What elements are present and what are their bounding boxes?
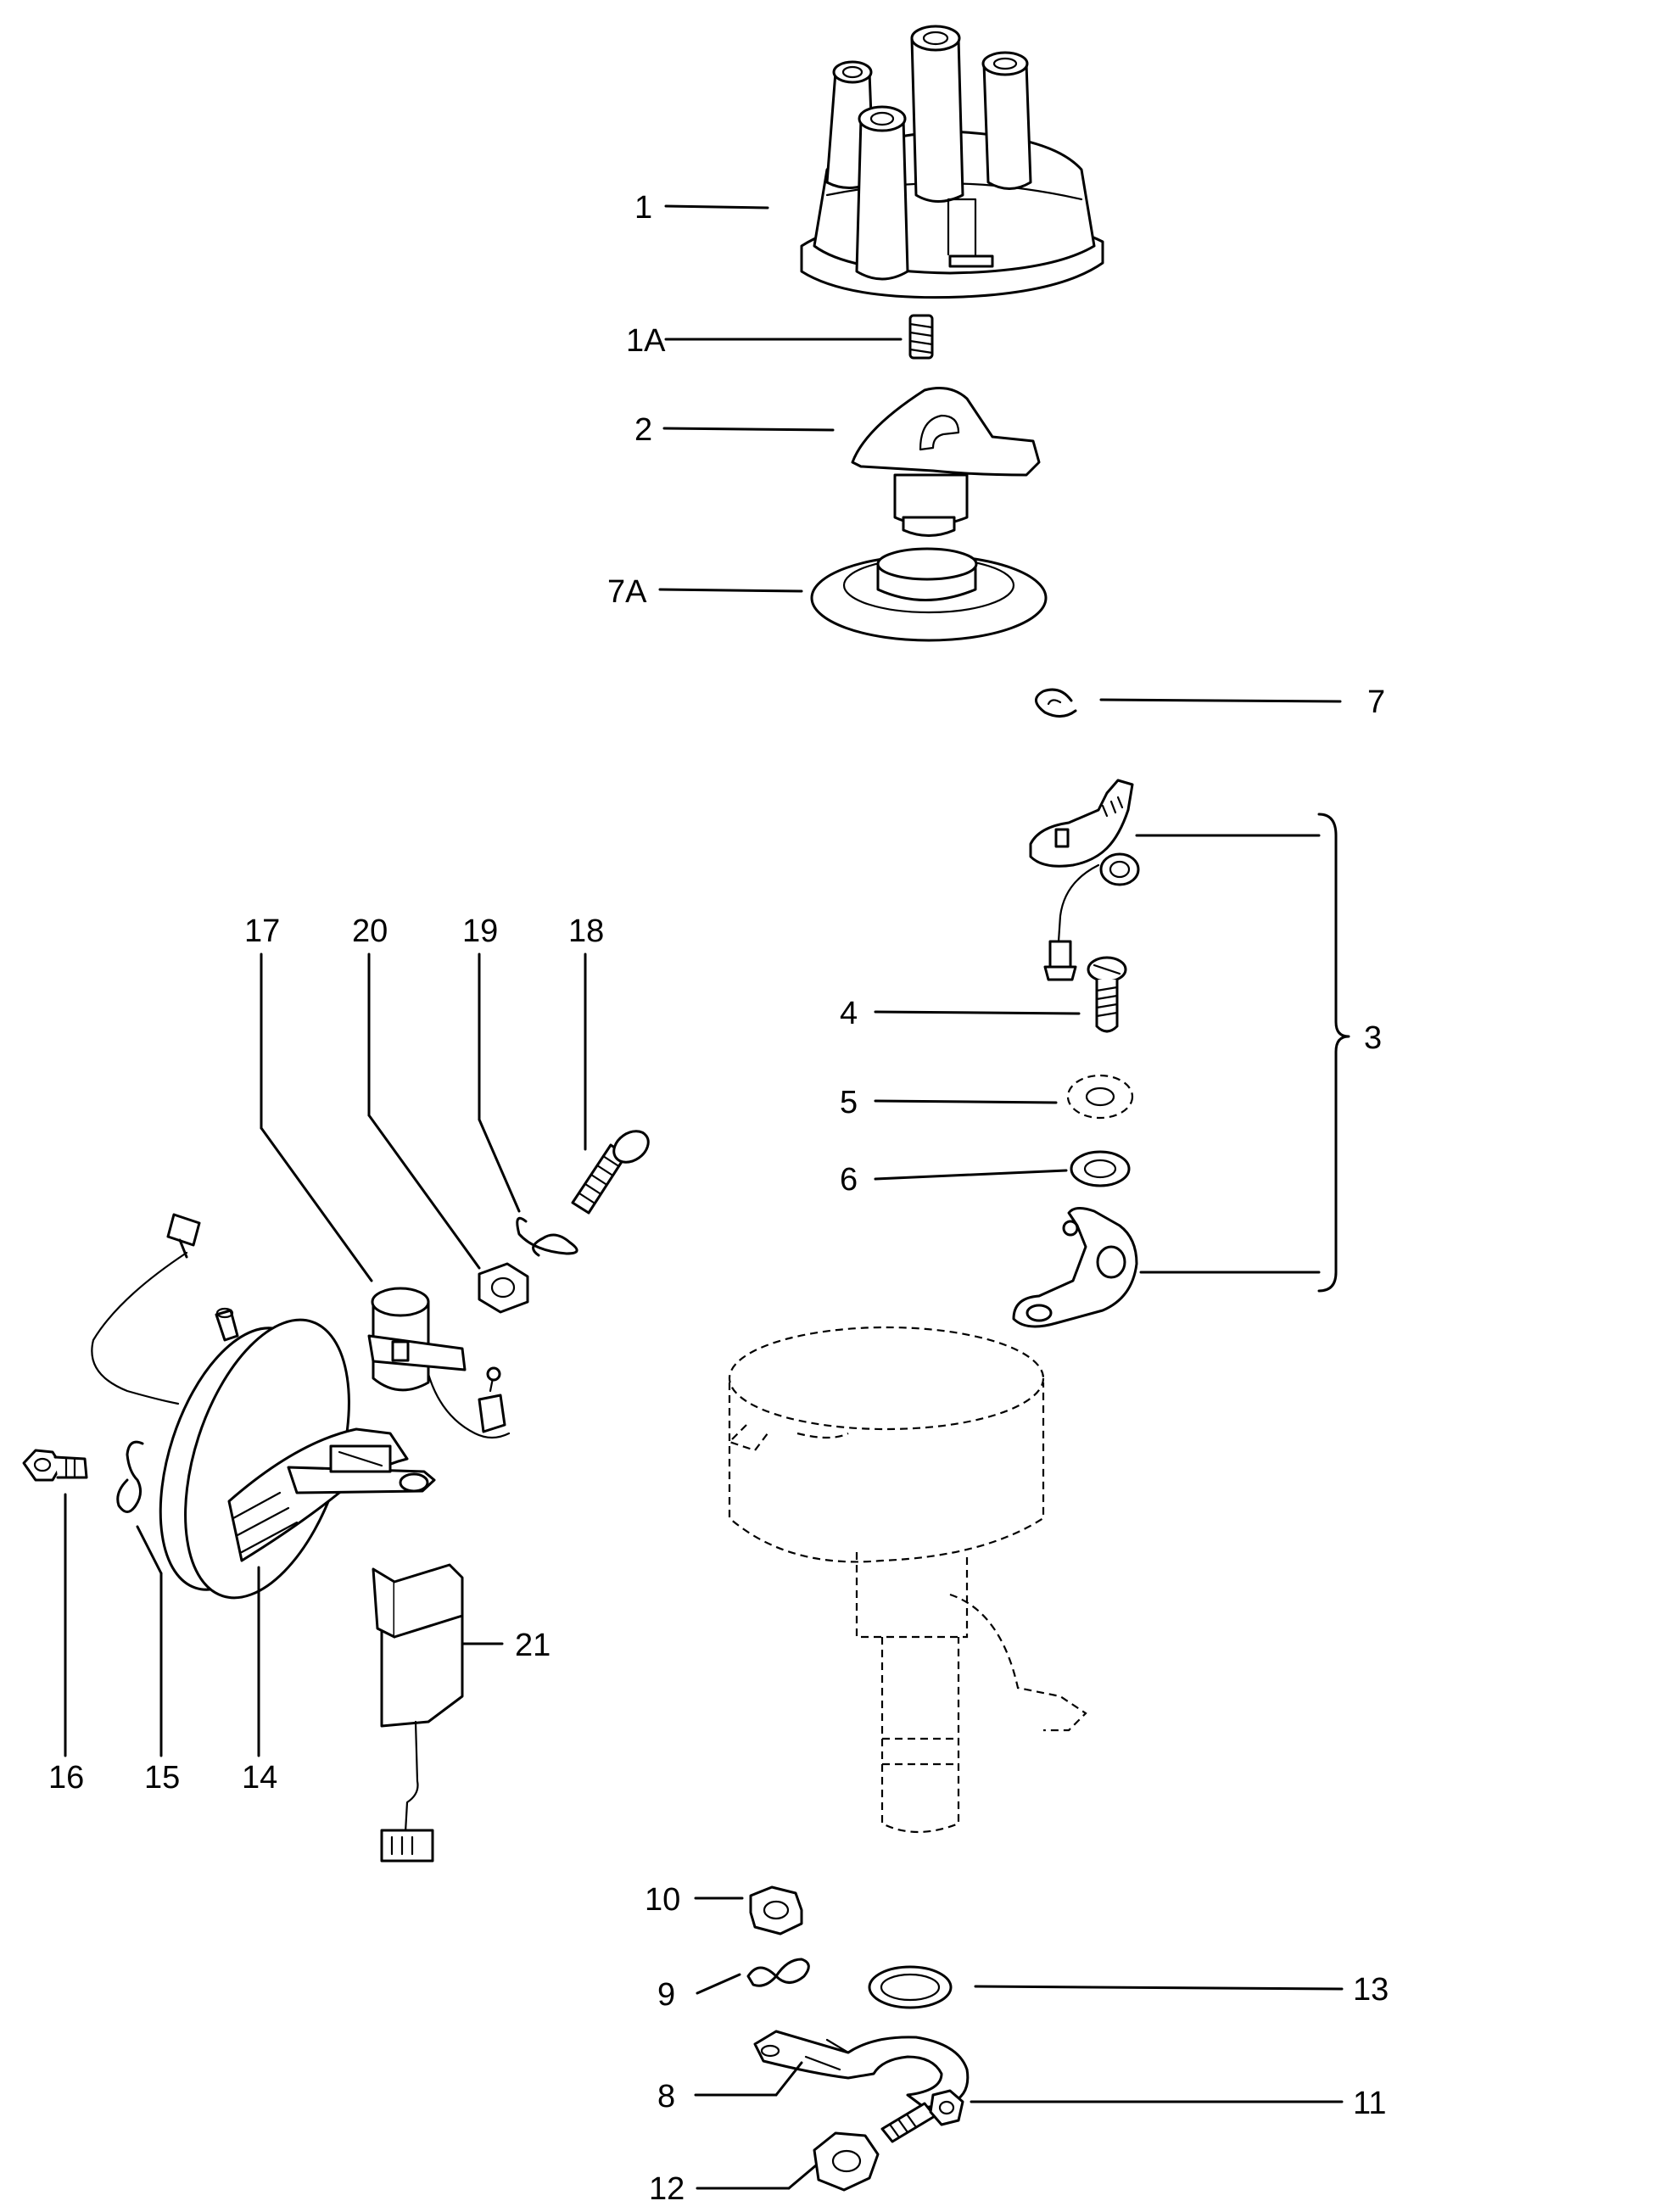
callout-18: 18 [568,913,604,949]
callout-17: 17 [244,913,280,949]
callout-13: 13 [1353,1972,1389,2008]
ground-wire [91,1213,201,1405]
callout-10: 10 [645,1882,680,1918]
distributor-body-outline [727,1326,1087,1834]
bolt-11 [880,2089,964,2143]
washer-6 [1070,1150,1131,1187]
distributor-cap [800,25,1104,299]
vacuum-advance-unit [159,1307,436,1600]
callout-2: 2 [634,412,652,448]
clamp-8 [753,2030,970,2109]
callout-7: 7 [1367,684,1385,720]
callout-1: 1 [634,190,652,226]
callout-5: 5 [840,1085,858,1120]
nut-20 [478,1262,529,1314]
callout-6: 6 [840,1162,858,1198]
carbon-brush-spring [908,314,934,360]
callout-12: 12 [649,2171,685,2207]
nut-10 [749,1885,803,1936]
rotor-arm [851,387,1041,537]
callout-14: 14 [242,1760,277,1796]
lock-washer-19 [516,1216,578,1257]
callout-9: 9 [657,1977,675,2013]
screw-16 [22,1449,88,1482]
leader-lines [64,204,1350,2190]
screw-4 [1087,956,1127,1033]
screw-18 [571,1130,650,1215]
interference-suppressor [372,1563,464,1863]
lock-washer-15 [116,1440,144,1513]
lock-washer-9 [746,1958,810,1987]
callout-20: 20 [352,913,388,949]
callout-15: 15 [144,1760,180,1796]
nut-12 [813,2131,880,2192]
callout-16: 16 [48,1760,84,1796]
o-ring-13 [868,1965,953,2009]
callout-7a: 7A [607,574,647,610]
contact-breaker-point-set [1029,779,1140,981]
callout-4: 4 [840,996,858,1031]
callout-1a: 1A [626,323,666,359]
callout-3: 3 [1364,1020,1382,1056]
callout-19: 19 [462,913,498,949]
condenser-terminal [478,1366,506,1433]
dust-shield [810,547,1048,642]
callout-8: 8 [657,2079,675,2114]
callout-11: 11 [1353,2086,1386,2121]
lock-washer-5 [1066,1074,1134,1120]
callout-21: 21 [515,1628,550,1663]
contact-bracket [1012,1207,1138,1328]
circlip [1035,688,1077,718]
condenser [367,1287,511,1439]
callout-labels: 1 1A 2 7A 7 3 4 5 6 17 20 19 18 16 15 14… [48,190,1389,2207]
